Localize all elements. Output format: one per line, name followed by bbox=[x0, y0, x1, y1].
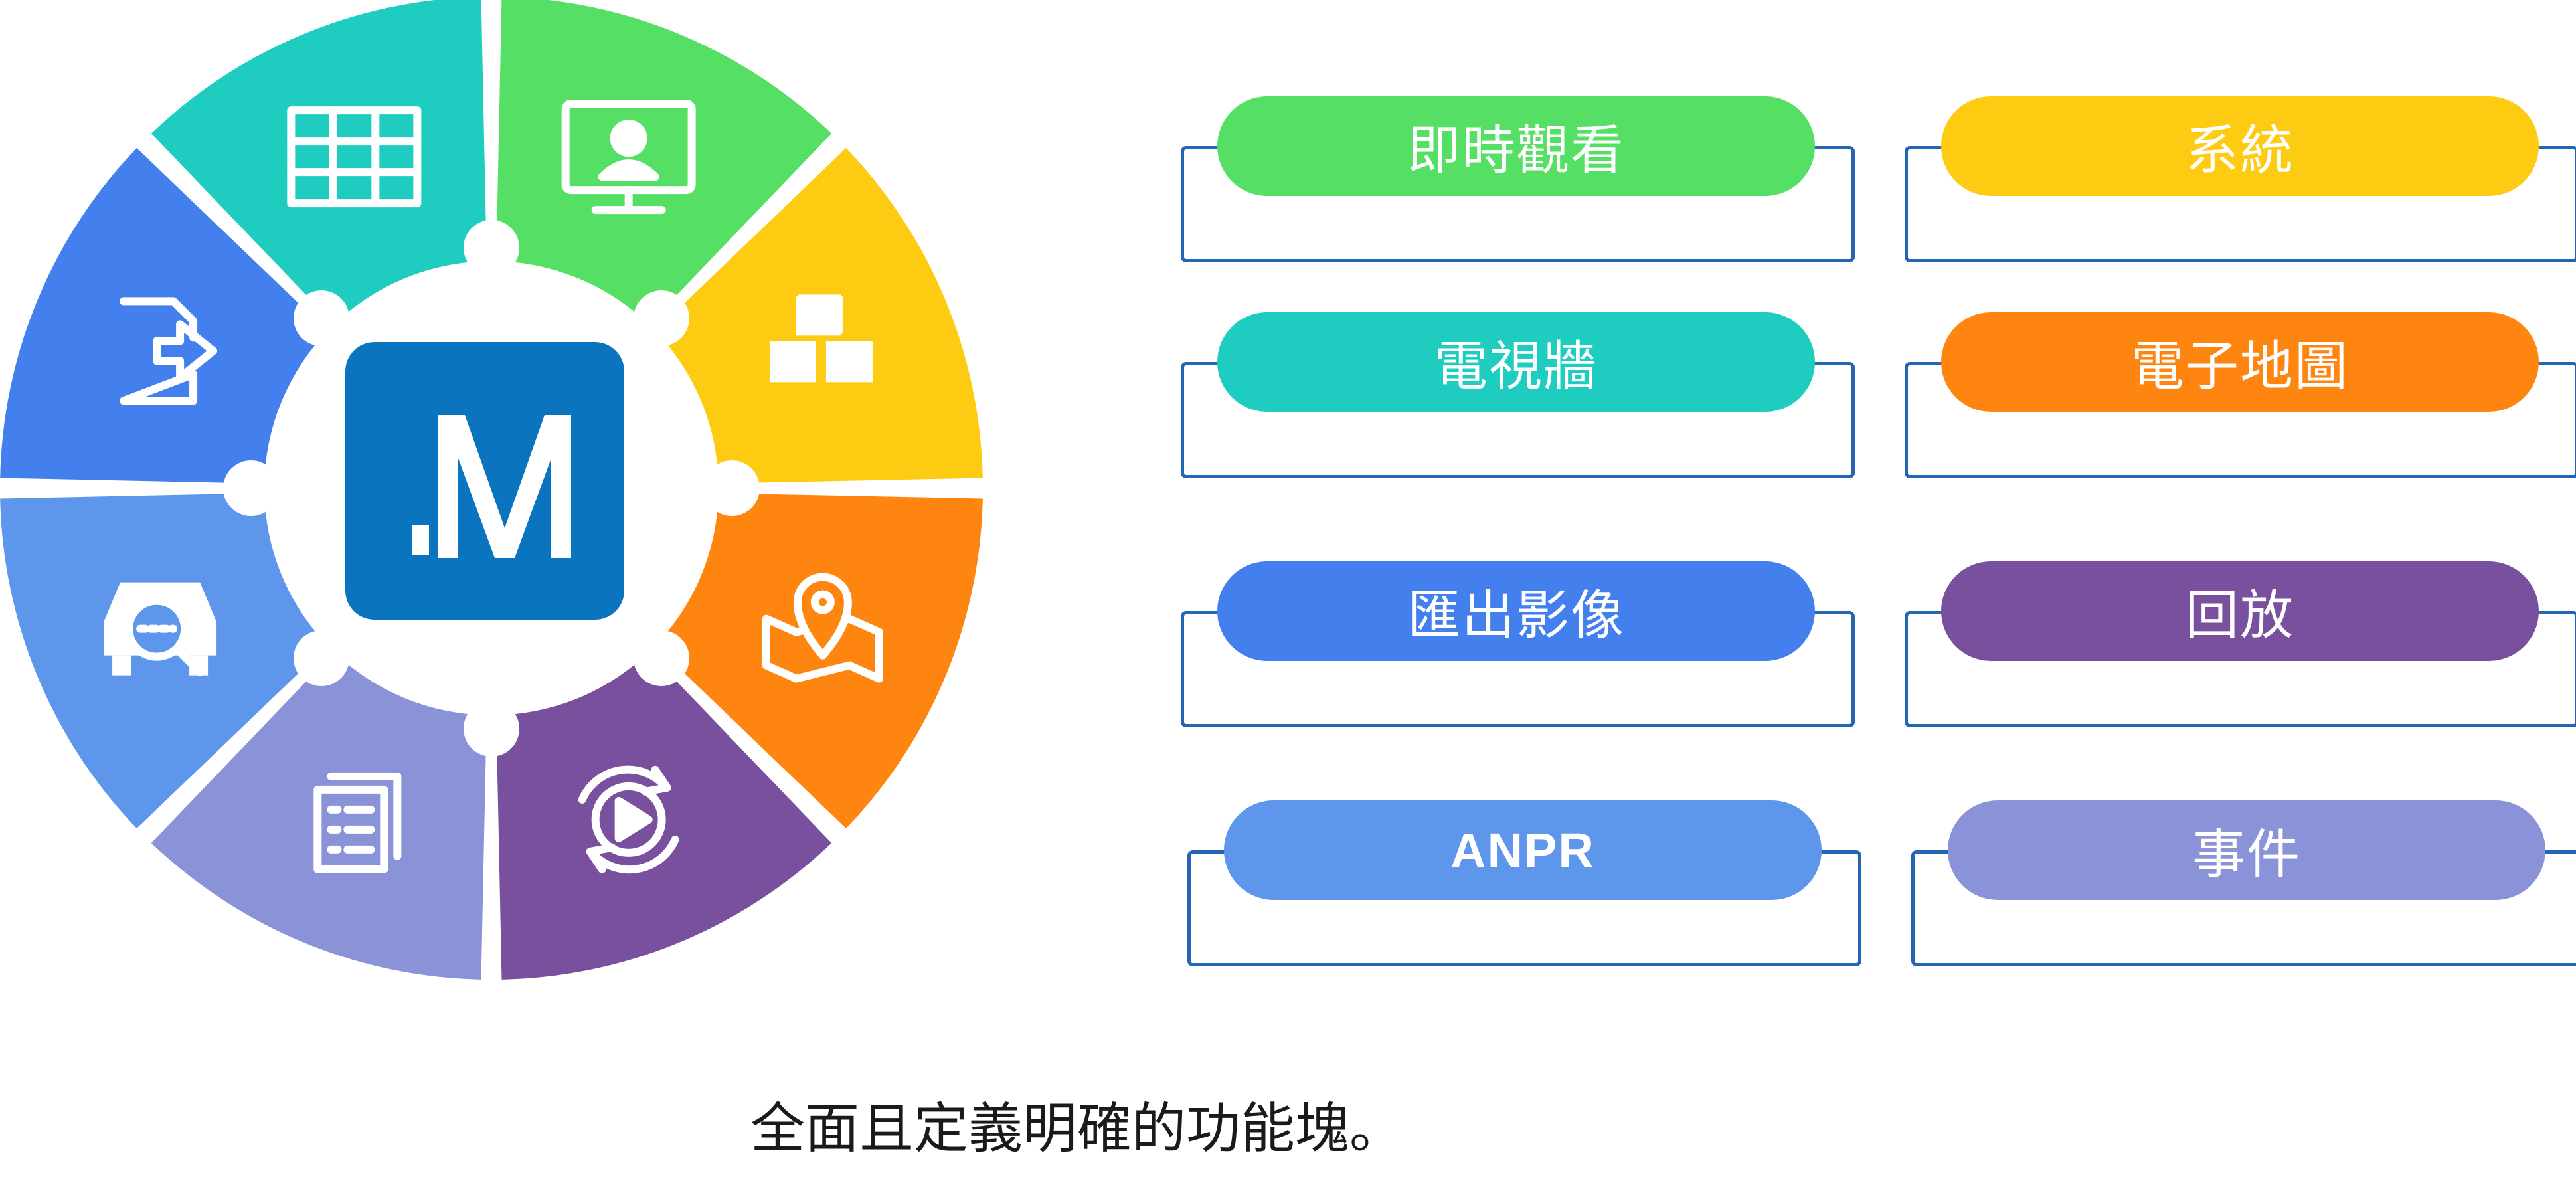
cubes-icon bbox=[769, 282, 873, 383]
hub-tooth bbox=[464, 701, 519, 757]
hub-tooth bbox=[704, 460, 760, 516]
wheel-segment-emap bbox=[654, 493, 983, 829]
hub-tooth bbox=[633, 290, 689, 347]
function-wheel bbox=[0, 0, 983, 980]
function-label-pill: 匯出影像 bbox=[1217, 561, 1815, 661]
function-label-pill: 事件 bbox=[1948, 800, 2545, 900]
file-export-icon bbox=[120, 297, 218, 405]
wheel-segment-video-wall bbox=[151, 0, 487, 325]
function-label-pill: 系統 bbox=[1941, 96, 2539, 196]
caption: 全面且定義明確的功能塊。 bbox=[750, 1097, 1405, 1160]
function-label-pill: 回放 bbox=[1941, 561, 2539, 661]
map-pin-icon bbox=[762, 573, 883, 683]
document-list-icon bbox=[313, 772, 402, 873]
hub-tooth bbox=[294, 630, 350, 686]
logo bbox=[345, 342, 624, 620]
monitor-user-icon bbox=[561, 100, 696, 215]
grid-icon bbox=[287, 106, 422, 208]
hub-tooth bbox=[223, 460, 279, 516]
function-label-pill: 電視牆 bbox=[1217, 312, 1815, 412]
function-label-pill: 電子地圖 bbox=[1941, 312, 2539, 412]
wheel-segment-export bbox=[0, 147, 329, 484]
car-plate-icon bbox=[104, 582, 217, 676]
wheel-segment-live-view bbox=[496, 0, 832, 325]
hub-tooth bbox=[294, 290, 350, 347]
wheel-segment-anpr bbox=[0, 493, 329, 829]
hub-tooth bbox=[464, 220, 519, 276]
hub-tooth bbox=[633, 630, 689, 686]
function-label-pill: 即時觀看 bbox=[1217, 96, 1815, 196]
replay-icon bbox=[578, 765, 679, 874]
function-label-pill: ANPR bbox=[1224, 800, 1822, 900]
